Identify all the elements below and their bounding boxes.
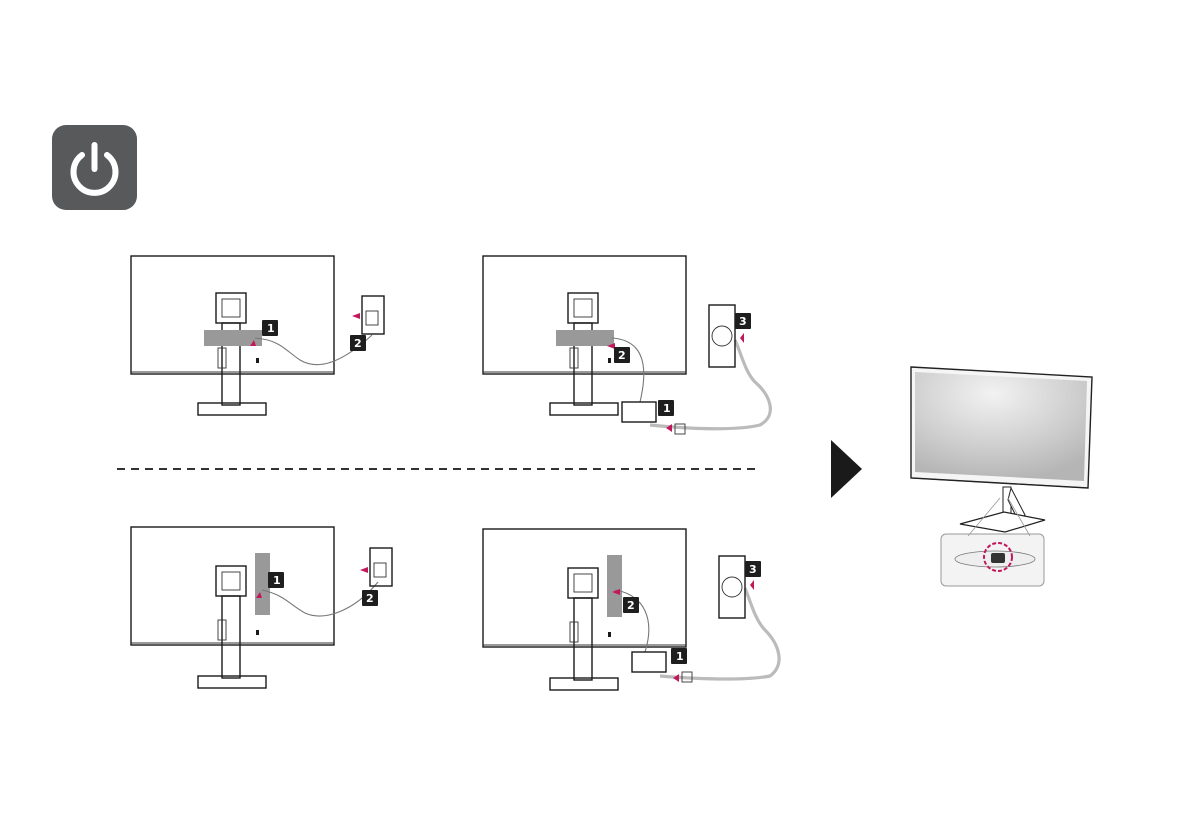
- step-badge: 1: [663, 402, 671, 415]
- step-badge: 2: [618, 349, 626, 362]
- step-badge: 1: [273, 574, 281, 587]
- step-badge: 3: [739, 315, 747, 328]
- triangle-right-icon: [831, 440, 862, 498]
- step-badge: 1: [267, 322, 275, 335]
- diagram-bottom-right: 3 2 1: [483, 529, 779, 690]
- step-badge: 2: [366, 592, 374, 605]
- step-badge: 1: [676, 650, 684, 663]
- diagram-top-right: 3 2 1: [483, 256, 770, 434]
- front-monitor: [911, 367, 1092, 586]
- step-badge: 3: [749, 563, 757, 576]
- step-badge: 2: [627, 599, 635, 612]
- diagram-bottom-left: 1 2: [131, 527, 392, 688]
- diagram-top-left: 1 2: [131, 256, 384, 415]
- step-badge: 2: [354, 337, 362, 350]
